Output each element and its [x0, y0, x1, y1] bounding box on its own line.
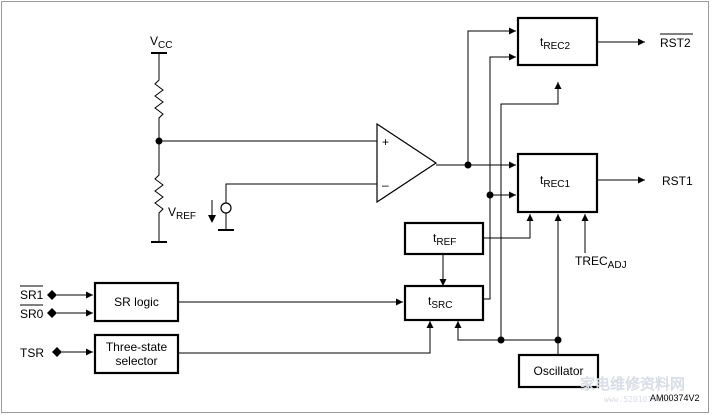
three-state-box: [93, 333, 180, 375]
comparator-triangle: [376, 122, 438, 204]
wire-threestate-to-tsrc: [178, 321, 434, 354]
vref-terminal: [220, 202, 232, 214]
lower-resistor: [154, 141, 164, 241]
oscillator-label: Oscillator: [533, 364, 583, 378]
vref-source: [208, 183, 377, 231]
rst1-label: RST1: [662, 174, 693, 188]
sr-logic-box: [93, 281, 180, 323]
tref-box: [403, 221, 485, 256]
vref-label: VREF: [168, 205, 196, 222]
vref-arrow-head: [208, 215, 216, 223]
sr0-pin: [47, 308, 57, 318]
comparator-plus: +: [382, 135, 389, 149]
sr0-input: SR0: [20, 304, 93, 321]
sr0-label: SR0: [20, 307, 44, 321]
three-state-label-line1: Three-state: [106, 340, 168, 354]
trec1-label: tREC1: [540, 173, 570, 190]
watermark-url: www.520101.com: [604, 395, 672, 404]
sr1-input: SR1: [20, 285, 93, 302]
three-state-label-line2: selector: [115, 354, 157, 368]
tref-block: tREF: [403, 221, 485, 256]
figure-id: AM00374V2: [650, 393, 700, 403]
sr-logic-label: SR logic: [114, 295, 159, 309]
three-state-block: Three-state selector: [93, 333, 180, 375]
wire-vref: [225, 183, 377, 203]
wire-comp-to-trec2: [467, 27, 516, 165]
tsrc-block: tSRC: [403, 284, 485, 322]
wire-tref-to-trec1: [483, 214, 534, 239]
sr1-label: SR1: [20, 288, 44, 302]
trecadj-label: TRECADJ: [575, 254, 627, 271]
comparator-minus: –: [382, 178, 389, 192]
trec2-label: tREC2: [540, 35, 570, 52]
vcc-label: VCC: [150, 34, 172, 51]
trec2-block: tREC2: [516, 16, 599, 67]
tsr-label: TSR: [20, 346, 44, 360]
oscillator-bus: [454, 82, 562, 355]
oscillator-box: [517, 353, 600, 389]
osc-node: [554, 336, 562, 344]
wire-osc-to-trec2: [500, 82, 562, 340]
trec2-box: [516, 16, 599, 67]
tref-label: tREF: [433, 231, 456, 248]
trec1-block: tREC1: [516, 152, 599, 214]
tsr-input: TSR: [20, 346, 93, 360]
sr-logic-block: SR logic: [93, 281, 180, 323]
rst2-label: RST2: [660, 36, 691, 50]
resistor-divider: [151, 53, 167, 243]
sr1-pin: [47, 290, 57, 300]
watermark-text: 家电维修资料网: [580, 375, 685, 393]
comparator: + –: [376, 122, 438, 204]
wire-osc-to-tsrc: [454, 321, 558, 341]
wire-tsrc-to-trec2: [483, 53, 516, 300]
tsrc-box: [403, 284, 485, 322]
oscillator-block: Oscillator: [517, 353, 600, 389]
tsr-pin: [52, 347, 62, 357]
trec1-box: [516, 152, 599, 214]
upper-resistor: [154, 53, 164, 141]
tsrc-label: tSRC: [428, 294, 452, 311]
